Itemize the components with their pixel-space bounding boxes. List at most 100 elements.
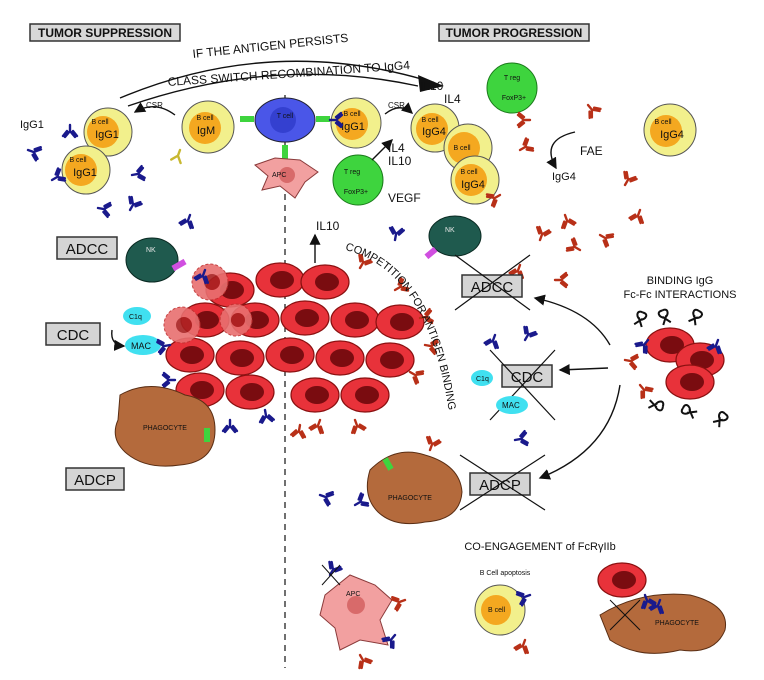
b-cell-ig: IgG4 (422, 126, 446, 138)
apc-text: APC (272, 172, 286, 179)
header-right-text: TUMOR PROGRESSION (446, 26, 583, 40)
b-cell-text: B cell (453, 145, 471, 152)
treg-arrow (371, 139, 393, 161)
b-cell-text: B cell (69, 157, 87, 164)
t-cell-text: T cell (277, 113, 294, 120)
igm-antibody (169, 147, 186, 165)
adcp-box-right: ADCP (459, 454, 546, 511)
b-cell-text: B cell (421, 117, 439, 124)
b-cell-text: B cell (460, 169, 478, 176)
phagocyte-text: PHAGOCYTE (143, 425, 187, 432)
t-reg-top: T reg FoxP3+ (486, 62, 538, 114)
tcr-connector-bottom (282, 145, 288, 159)
arc-class-switch (127, 73, 419, 107)
coengage-phagocyte-text: PHAGOCYTE (655, 620, 699, 627)
binding-igg-label: BINDING IgG (647, 275, 714, 287)
label-fae: FAE (580, 144, 603, 158)
arrow-to-adcc (533, 294, 611, 346)
b-cell-apoptosis-label: B Cell apoptosis (480, 570, 531, 577)
t-reg-bottom: T reg FoxP3+ (332, 154, 384, 206)
b-cell-ig: IgG1 (73, 167, 97, 179)
b-cell-igg4-far: B cell IgG4 (643, 103, 697, 157)
t-reg-text: T reg (344, 169, 360, 176)
arc-label-bottom: CLASS SWITCH RECOMBINATION TO IgG4 (167, 58, 410, 89)
header-left-text: TUMOR SUPPRESSION (38, 26, 172, 40)
nk-cell-right: NK (424, 215, 482, 260)
adcc-label-left: ADCC (66, 241, 109, 258)
b-cell-igg1-bottom: B cell IgG1 (61, 145, 111, 195)
tcr-connector-left (240, 116, 254, 122)
header-tumor-progression: TUMOR PROGRESSION (438, 23, 590, 42)
foxp3-text: FoxP3+ (344, 189, 368, 196)
b-cell-ig: IgG4 (461, 179, 485, 191)
coengage-phagocyte: PHAGOCYTE (597, 562, 727, 654)
b-cell-ig: IgG1 (341, 121, 365, 133)
adcc-box-left: ADCC (56, 236, 118, 260)
adcp-label-right: ADCP (479, 477, 521, 494)
header-tumor-suppression: TUMOR SUPPRESSION (29, 23, 181, 42)
t-cell: T cell (254, 97, 316, 143)
coengage-apc: APC (319, 559, 409, 671)
foxp3-text: FoxP3+ (502, 95, 526, 102)
c1q-text-right: C1q (476, 376, 489, 383)
label-il4-top: IL4 (444, 92, 461, 106)
cdc-box-left: CDC (45, 322, 101, 346)
mac-text: MAC (131, 341, 152, 351)
adcc-box-right: ADCC (454, 254, 531, 311)
nk-text: NK (146, 247, 156, 254)
apc-top: APC (254, 157, 319, 199)
arc-antigen-persists (119, 60, 426, 99)
b-cell-ig: IgM (197, 125, 215, 137)
b-cell-igg4-bottom: B cell IgG4 (450, 155, 500, 205)
fae-arrow (546, 131, 576, 170)
csr-arrow-right (384, 102, 414, 115)
phagocyte-right: PHAGOCYTE (366, 435, 463, 525)
csr-label-left: CSR (146, 101, 163, 110)
arrow-to-adcp (538, 384, 621, 480)
fcfc-label: Fc-Fc INTERACTIONS (623, 289, 736, 301)
adcp-box-left: ADCP (65, 467, 125, 491)
t-reg-text: T reg (504, 75, 520, 82)
b-cell-text: B cell (654, 119, 672, 126)
label-il10-top: IL10 (420, 79, 444, 93)
cdc-label-left: CDC (57, 327, 90, 344)
nk-text: NK (445, 227, 455, 234)
c1q-text: C1q (129, 314, 142, 321)
coengage-b-cell: B cell (474, 584, 534, 655)
b-cell-igm: B cell IgM (181, 100, 235, 154)
tumor-cluster-right (622, 327, 726, 400)
b-cell-igg1-right: B cell IgG1 (330, 97, 382, 149)
arc-label-top: IF THE ANTIGEN PERSISTS (192, 31, 349, 61)
antibodies-igg4-scatter (484, 99, 648, 289)
phagocyte-left: PHAGOCYTE (114, 386, 216, 467)
arc-arrowhead (418, 75, 444, 92)
b-cell-text: B cell (91, 119, 109, 126)
lysing-tumor-cells (163, 263, 253, 344)
label-igg4-free: IgG4 (552, 171, 576, 183)
b-cell-ig: IgG1 (95, 129, 119, 141)
label-igg1-left: IgG1 (20, 119, 44, 131)
adcp-label-left: ADCP (74, 472, 116, 489)
coengage-b-cell-text: B cell (488, 607, 506, 614)
label-il10-mid: IL10 (388, 154, 412, 168)
cdc-box-right: CDC C1q MAC (471, 349, 556, 421)
csr-arrow-left (133, 102, 176, 116)
arrow-to-cdc (558, 363, 609, 376)
complement-left: C1q MAC (111, 307, 161, 355)
b-cell-ig: IgG4 (660, 129, 684, 141)
nk-cell-left: NK (125, 237, 187, 283)
phagocyte-text-right: PHAGOCYTE (388, 495, 432, 502)
csr-label-right: CSR (388, 101, 405, 110)
label-vegf: VEGF (388, 191, 421, 205)
b-cell-igg1-top: B cell IgG1 (83, 107, 133, 157)
b-cell-text: B cell (196, 115, 214, 122)
coengagement-label: CO-ENGAGEMENT of FcRγIIb (464, 541, 615, 553)
tcr-connector-right (316, 116, 330, 122)
adcc-label-right: ADCC (471, 279, 514, 296)
b-cell-text: B cell (343, 111, 361, 118)
label-il4-mid: IL4 (388, 141, 405, 155)
label-il10-tumor: IL10 (316, 219, 340, 233)
coengage-apc-text: APC (346, 591, 360, 598)
